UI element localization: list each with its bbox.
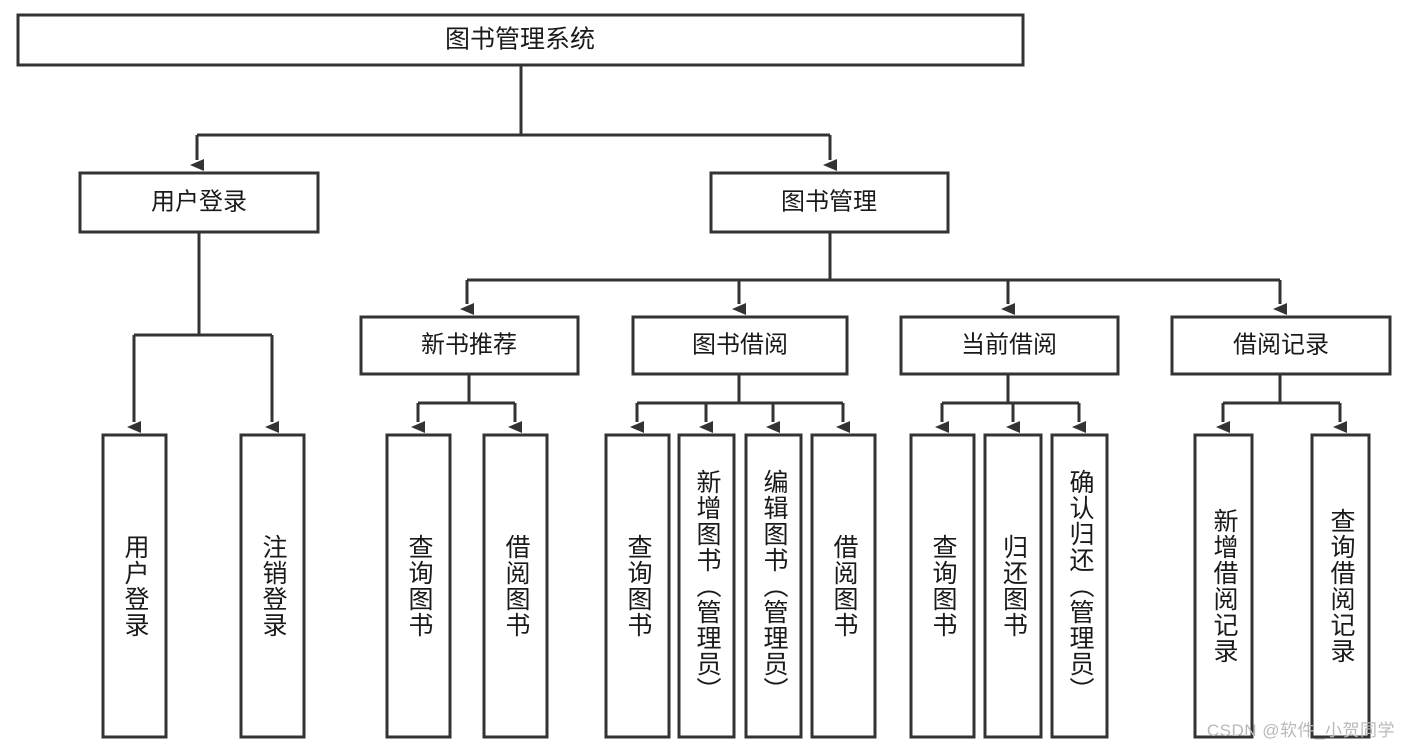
leaf-borrow-book-2-box[interactable] — [810, 433, 877, 739]
leaf-return-book-box[interactable] — [983, 433, 1043, 739]
node-borrow-record[interactable]: 借阅记录 — [1170, 315, 1392, 376]
leaf-logout-box[interactable] — [239, 433, 306, 739]
leaf-borrow-book-1-box[interactable] — [482, 433, 549, 739]
node-user-login-box[interactable] — [78, 171, 320, 234]
node-book-borrow[interactable]: 图书借阅 — [631, 315, 849, 376]
leaf-query-record-box[interactable] — [1310, 433, 1371, 739]
leaf-query-book-1-box[interactable] — [385, 433, 452, 739]
node-new-book-recommend[interactable]: 新书推荐 — [359, 315, 580, 376]
node-user-login-label: 用户登录 — [151, 188, 247, 215]
node-current-borrow-label: 当前借阅 — [961, 331, 1057, 358]
node-book-management[interactable]: 图书管理 — [709, 171, 950, 234]
node-new-book-recommend-box[interactable] — [359, 315, 580, 376]
leaf-user-login-box[interactable] — [101, 433, 168, 739]
node-user-login[interactable]: 用户登录 — [78, 171, 320, 234]
node-borrow-record-box[interactable] — [1170, 315, 1392, 376]
leaf-boxes-layer — [101, 433, 1371, 739]
node-current-borrow[interactable]: 当前借阅 — [899, 315, 1120, 376]
node-book-borrow-label: 图书借阅 — [692, 331, 788, 358]
node-book-borrow-box[interactable] — [631, 315, 849, 376]
leaf-edit-book-box[interactable] — [744, 433, 803, 739]
edges-layer — [127, 65, 1347, 433]
node-root-label: 图书管理系统 — [445, 26, 595, 54]
csdn-watermark: CSDN @软件_小贺同学 — [1206, 721, 1395, 740]
leaf-add-record-box[interactable] — [1193, 433, 1254, 739]
node-borrow-record-label: 借阅记录 — [1233, 331, 1329, 358]
node-root[interactable]: 图书管理系统 — [16, 13, 1025, 67]
node-book-management-label: 图书管理 — [781, 188, 877, 215]
node-new-book-recommend-label: 新书推荐 — [421, 331, 517, 358]
leaf-query-book-3-box[interactable] — [909, 433, 976, 739]
leaf-confirm-return-box[interactable] — [1050, 433, 1109, 739]
leaf-add-book-box[interactable] — [677, 433, 736, 739]
leaf-query-book-2-box[interactable] — [604, 433, 671, 739]
node-book-management-box[interactable] — [709, 171, 950, 234]
node-root-box[interactable] — [16, 13, 1025, 67]
node-current-borrow-box[interactable] — [899, 315, 1120, 376]
